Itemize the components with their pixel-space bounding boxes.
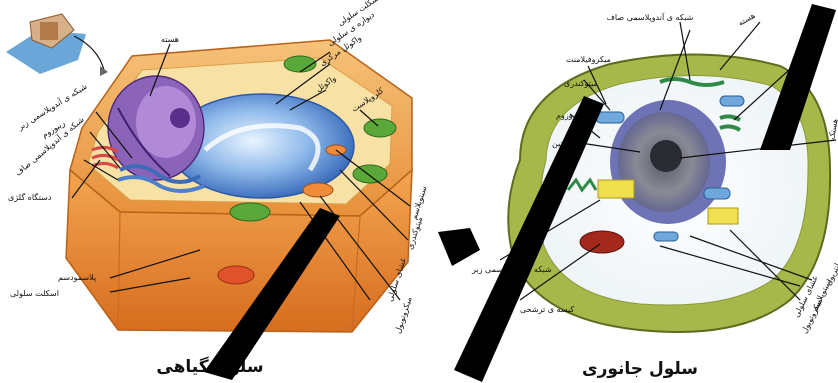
label-plant-plasmodesmata: پلاسمودسم — [58, 273, 96, 282]
plant-nucleus — [108, 76, 204, 180]
label-plant-microtubule: میکروتوبول — [393, 296, 413, 335]
label-animal-mitochondria: میتوکندری — [564, 79, 598, 88]
label-plant-nucleus: هسته — [161, 35, 179, 44]
plant-cell: هسته شبکه ی آندوپلاسمی زبر ریبوزوم شبکه … — [6, 0, 429, 377]
animal-cell: شبکه ی آندوپلاسمی صاف هسته گلژی میکروفیل… — [471, 11, 838, 379]
label-animal-nucleolus: هستک — [827, 118, 838, 140]
label-animal-microfilament: میکروفیلامنت — [566, 55, 611, 64]
inset-cell-icon — [6, 14, 108, 76]
label-animal-vesicle: کیسه ی ترشحی — [520, 305, 574, 314]
label-plant-cytoskeleton: اسکلت سلولی — [10, 289, 59, 298]
label-animal-centriole: سانتریول — [824, 255, 838, 287]
label-plant-cytoplasm: سیتوپلاسم — [409, 185, 428, 221]
label-animal-er-smooth: شبکه ی آندوپلاسمی صاف — [607, 12, 694, 22]
animal-nucleolus — [650, 140, 682, 172]
animal-vesicle — [580, 231, 624, 253]
animal-nucleus — [610, 100, 726, 224]
label-animal-nucleus: هسته — [737, 11, 757, 28]
caption-animal-cell: سلول جانوری — [582, 359, 698, 379]
label-plant-golgi: دستگاه گلژی — [8, 192, 52, 202]
